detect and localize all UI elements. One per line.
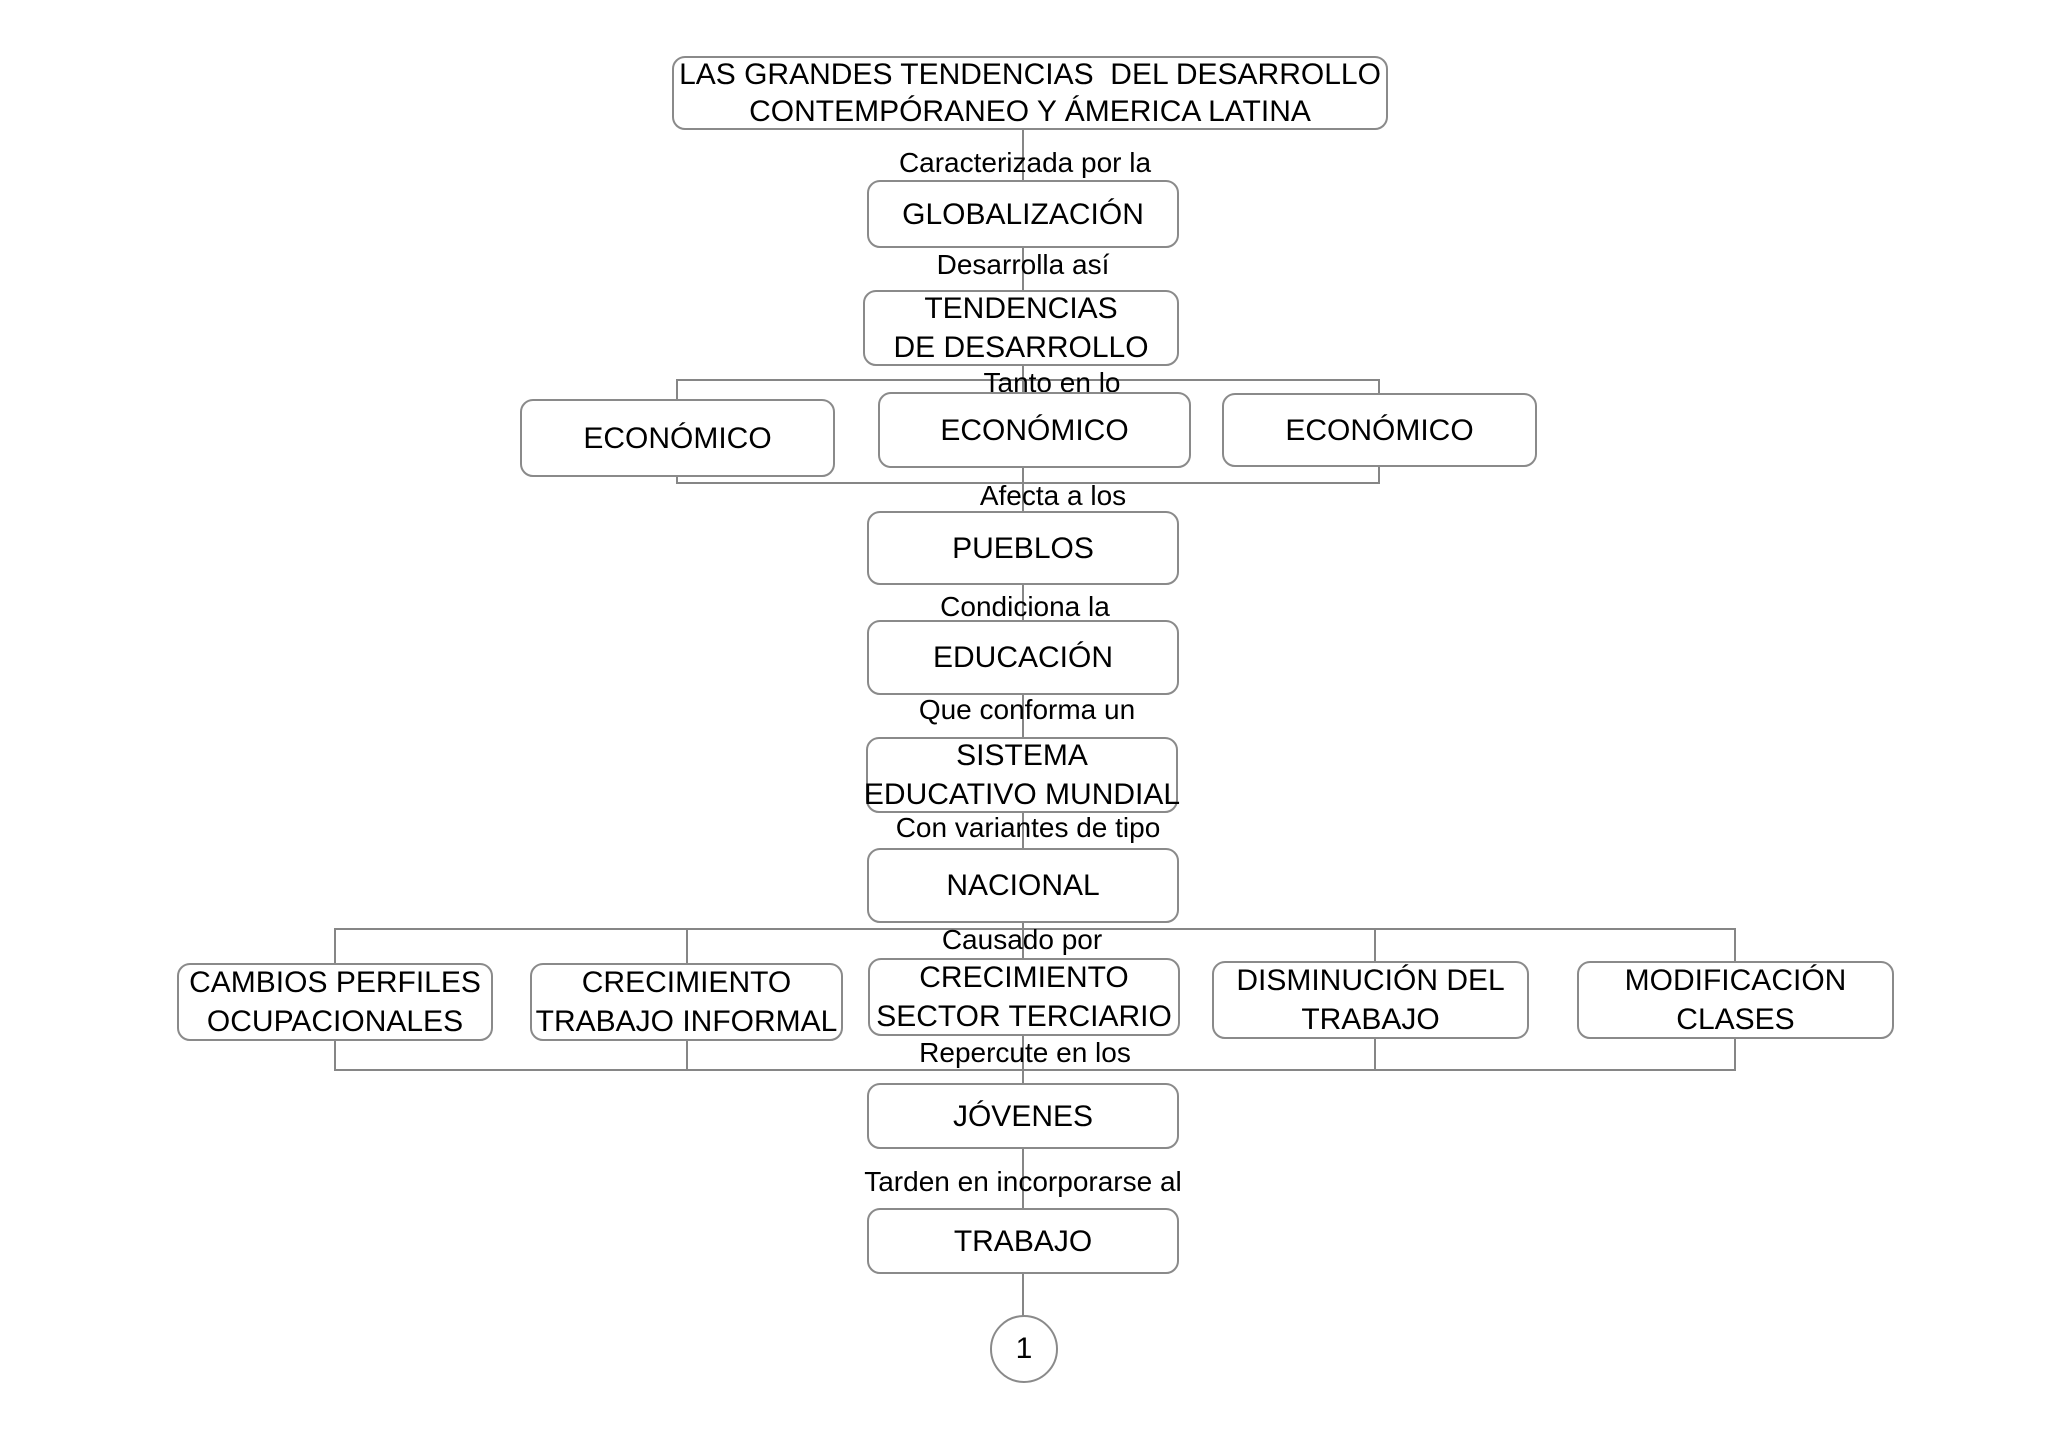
edge-label-desarrolla: Desarrolla así	[936, 249, 1110, 280]
node-sistema: SISTEMA EDUCATIVO MUNDIAL	[863, 737, 1181, 813]
node-sistema-line2: EDUCATIVO MUNDIAL	[863, 778, 1181, 811]
node-tendencias-line2: DE DESARROLLO	[893, 331, 1149, 364]
node-trabajo: TRABAJO	[867, 1208, 1179, 1274]
node-modificacion-clases: MODIFICACIÓN CLASES	[1577, 961, 1894, 1039]
node-modificacion-clases-line2: CLASES	[1676, 1003, 1795, 1036]
node-economico-derecha: ECONÓMICO	[1222, 393, 1537, 467]
node-crecimiento-terciario-line2: SECTOR TERCIARIO	[876, 1000, 1172, 1033]
node-crecimiento-informal-line1: CRECIMIENTO	[581, 966, 792, 999]
node-pueblos: PUEBLOS	[867, 511, 1179, 585]
edge-label-causado: Causado por	[941, 924, 1103, 955]
node-economico-izquierda: ECONÓMICO	[520, 399, 835, 477]
node-title-line1: LAS GRANDES TENDENCIAS DEL DESARROLLO	[679, 58, 1381, 91]
node-educacion: EDUCACIÓN	[867, 620, 1179, 695]
edge-label-repercute: Repercute en los	[919, 1037, 1131, 1068]
connector-center-vertical	[1022, 129, 1024, 1316]
node-crecimiento-terciario: CRECIMIENTO SECTOR TERCIARIO	[868, 958, 1180, 1036]
node-jovenes-label: JÓVENES	[952, 1099, 1094, 1133]
node-economico-izquierda-label: ECONÓMICO	[583, 421, 772, 455]
edge-label-caracterizada: Caracterizada por la	[898, 147, 1152, 178]
node-crecimiento-terciario-line1: CRECIMIENTO	[919, 961, 1129, 994]
node-crecimiento-informal-line2: TRABAJO INFORMAL	[535, 1005, 838, 1038]
node-nacional: NACIONAL	[867, 848, 1179, 923]
node-globalizacion-label: GLOBALIZACIÓN	[902, 197, 1144, 231]
node-jovenes: JÓVENES	[867, 1083, 1179, 1149]
node-economico-centro-label: ECONÓMICO	[940, 413, 1129, 447]
node-modificacion-clases-line1: MODIFICACIÓN	[1624, 964, 1847, 997]
node-globalizacion: GLOBALIZACIÓN	[867, 180, 1179, 248]
connector-row5-bottom-rail	[334, 1069, 1736, 1071]
node-pueblos-label: PUEBLOS	[952, 531, 1094, 565]
node-economico-derecha-label: ECONÓMICO	[1285, 413, 1474, 447]
node-disminucion-trabajo-line2: TRABAJO	[1301, 1003, 1440, 1036]
node-cambios-perfiles: CAMBIOS PERFILES OCUPACIONALES	[177, 963, 493, 1041]
page-number: 1	[1015, 1332, 1033, 1365]
edge-label-condiciona: Condiciona la	[940, 591, 1110, 622]
node-sistema-line1: SISTEMA	[956, 739, 1088, 772]
connector-row3-bottom-rail	[676, 482, 1380, 484]
connector-row5-top-rail	[334, 928, 1736, 930]
node-nacional-label: NACIONAL	[946, 869, 1100, 902]
node-cambios-perfiles-line2: OCUPACIONALES	[206, 1005, 464, 1038]
node-disminucion-trabajo: DISMINUCIÓN DEL TRABAJO	[1212, 961, 1529, 1039]
node-cambios-perfiles-line1: CAMBIOS PERFILES	[189, 966, 481, 999]
node-educacion-label: EDUCACIÓN	[932, 641, 1113, 674]
edge-label-tarden: Tarden en incorporarse al	[864, 1166, 1182, 1197]
node-title: LAS GRANDES TENDENCIAS DEL DESARROLLO CO…	[672, 56, 1388, 130]
node-title-line2: CONTEMPÓRANEO Y ÁMERICA LATINA	[749, 95, 1311, 128]
edge-label-con-variantes: Con variantes de tipo	[895, 812, 1161, 843]
edge-label-afecta: Afecta a los	[979, 480, 1127, 511]
node-tendencias-line1: TENDENCIAS	[924, 292, 1118, 325]
page-number-circle: 1	[990, 1315, 1058, 1383]
node-tendencias: TENDENCIAS DE DESARROLLO	[863, 290, 1179, 366]
node-economico-centro: ECONÓMICO	[878, 392, 1191, 468]
node-disminucion-trabajo-line1: DISMINUCIÓN DEL	[1236, 964, 1505, 997]
edge-label-que-conforma: Que conforma un	[918, 694, 1136, 725]
connector-row3-top-rail	[676, 379, 1380, 381]
node-crecimiento-informal: CRECIMIENTO TRABAJO INFORMAL	[530, 963, 843, 1041]
node-trabajo-label: TRABAJO	[953, 1224, 1093, 1258]
